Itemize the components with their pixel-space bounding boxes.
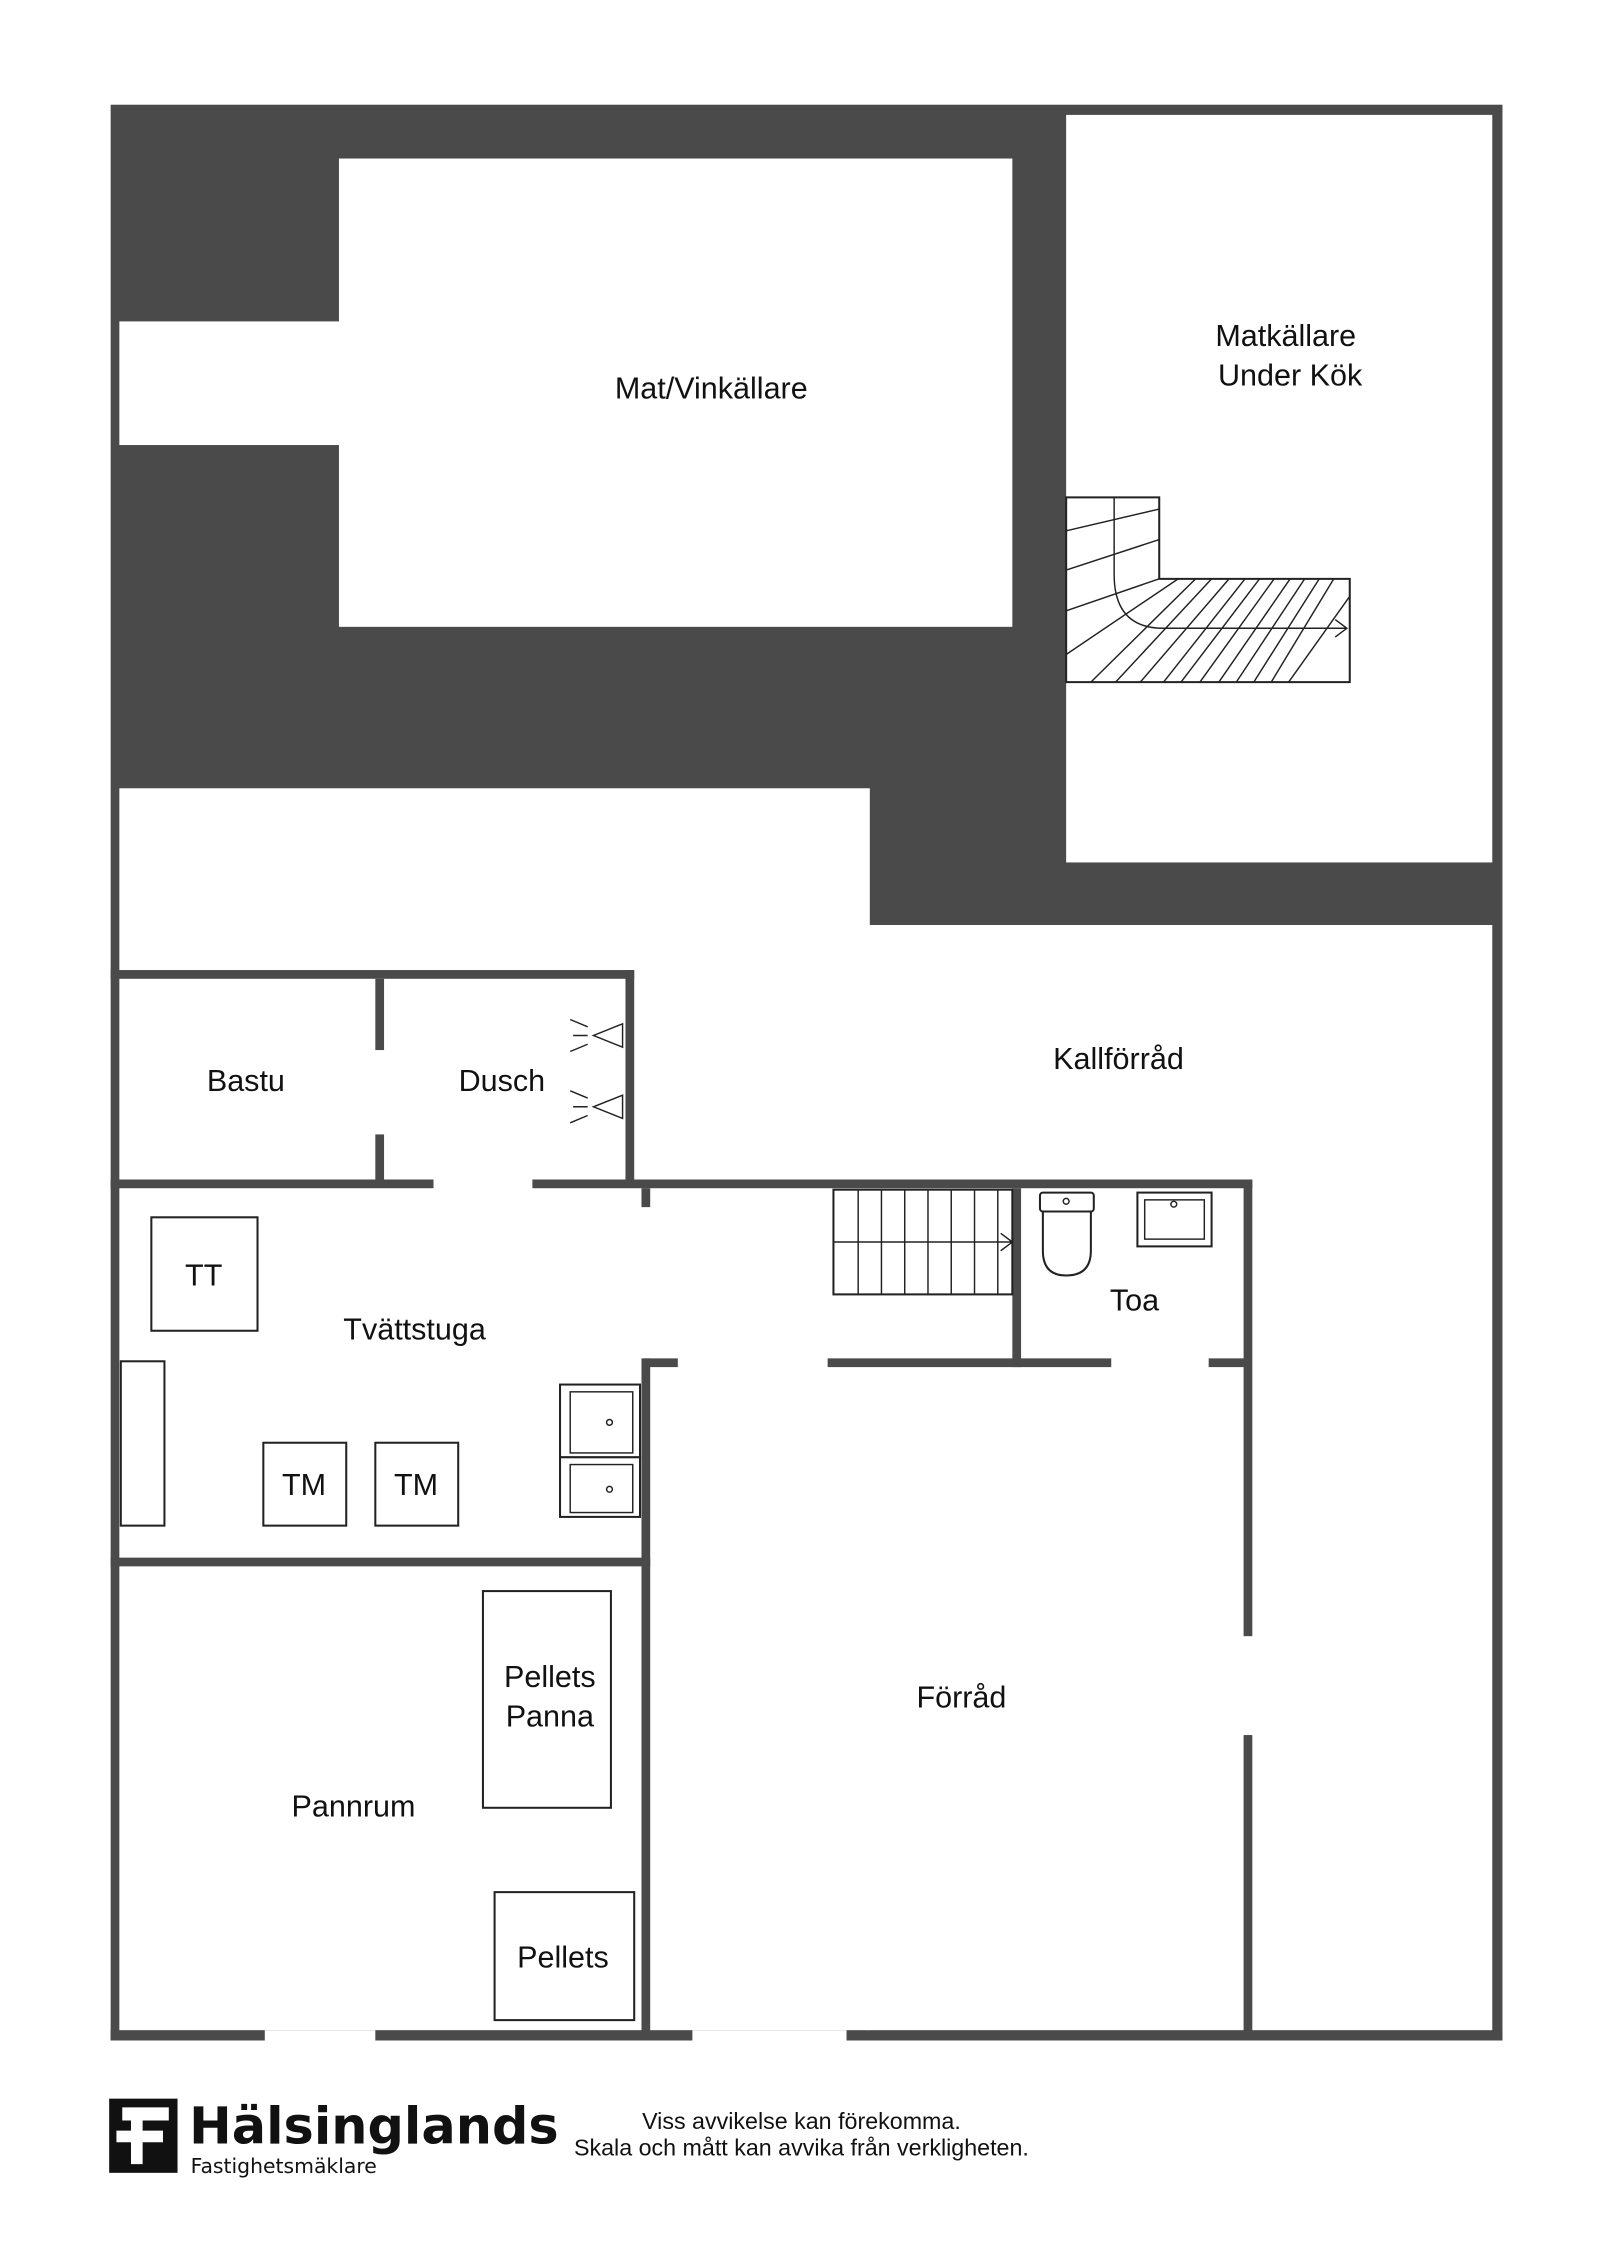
fixture-label-pellets: Pellets — [517, 1941, 609, 1975]
room-label-kallforrad: Kallförråd — [1053, 1042, 1184, 1076]
interior-walls — [110, 970, 1503, 2041]
room-lower-right — [866, 924, 1493, 2031]
brand-subtitle: Fastighetsmäklare — [191, 2154, 377, 2178]
room-label-matkallare: Matkällare — [1215, 319, 1356, 353]
disclaimer-line-2: Skala och mått kan avvika från verklighe… — [574, 2134, 1029, 2160]
fixture-label-tm-1: TM — [282, 1468, 326, 1502]
room-matkallare — [1066, 114, 1493, 863]
room-mat-vinkallare — [338, 158, 1013, 627]
laundry-sink-icon — [559, 1383, 642, 1518]
room-notch — [119, 321, 341, 446]
room-label-under-kok: Under Kök — [1218, 358, 1363, 392]
disclaimer-line-1: Viss avvikelse kan förekomma. — [642, 2108, 961, 2134]
room-label-pannrum: Pannrum — [292, 1790, 416, 1824]
pellet-boiler — [481, 1590, 612, 1809]
room-label-toa: Toa — [1110, 1283, 1159, 1317]
room-label-dusch: Dusch — [459, 1064, 546, 1098]
fixture-label-tt: TT — [185, 1259, 222, 1293]
toilet-icon — [1038, 1191, 1095, 1277]
room-label-forrad: Förråd — [916, 1680, 1006, 1714]
fixture-label-tm-2: TM — [394, 1468, 438, 1502]
tumble-dryer — [150, 1216, 259, 1332]
stairs-lower — [832, 1188, 1014, 1296]
brand-name: Hälsinglands — [189, 2098, 559, 2157]
washing-machine-1 — [262, 1441, 348, 1527]
room-label-bastu: Bastu — [207, 1064, 285, 1098]
sink-icon — [1136, 1191, 1213, 1248]
room-label-mat-vinkallare: Mat/Vinkällare — [615, 371, 808, 405]
pellet-storage — [493, 1891, 636, 2022]
fixture-label-pellets-panna-1: Pellets — [504, 1660, 596, 1694]
room-lower-left — [119, 788, 870, 2031]
shower-head-icon — [569, 1018, 624, 1124]
room-label-tvattstuga: Tvättstuga — [343, 1312, 486, 1346]
washing-machine-2 — [374, 1441, 460, 1527]
brand-logo-icon — [109, 2098, 178, 2173]
bench — [119, 1360, 166, 1527]
stairs-upper — [1065, 496, 1351, 684]
fixture-label-pellets-panna-2: Panna — [506, 1699, 594, 1733]
